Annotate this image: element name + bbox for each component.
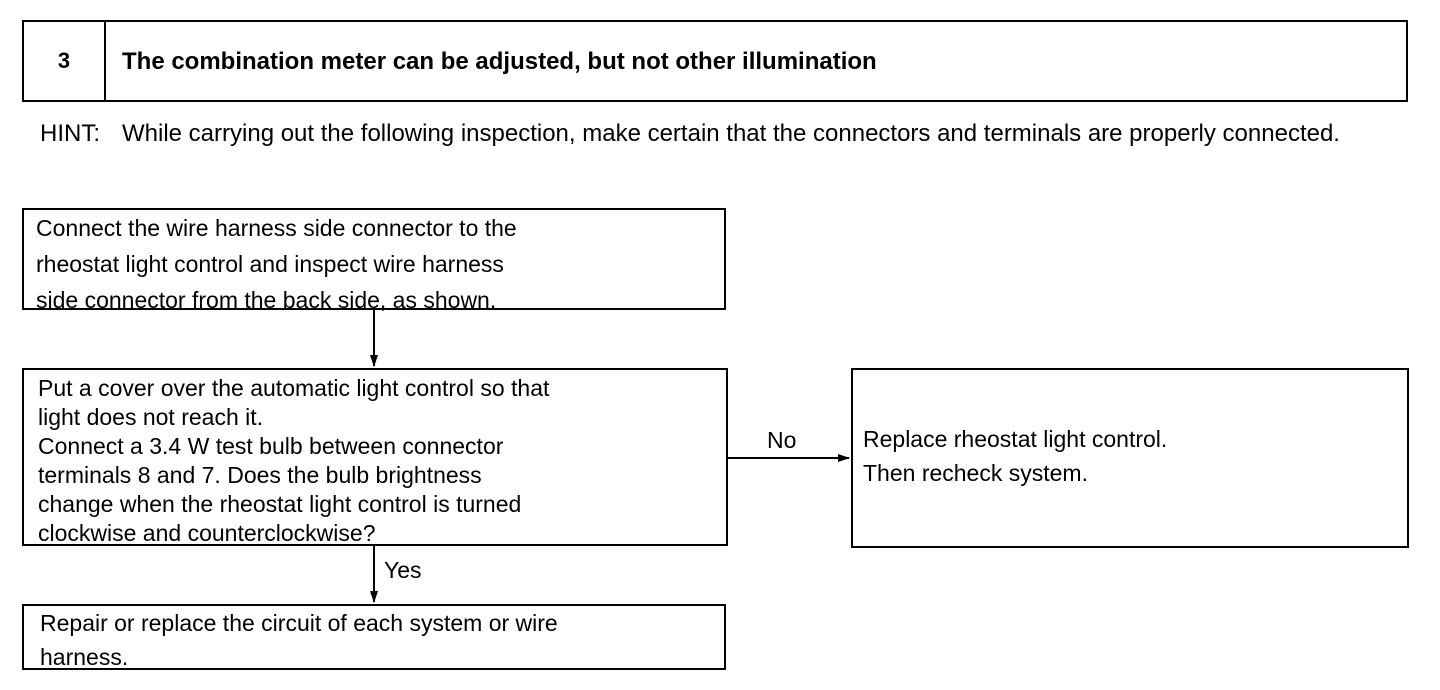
step-connect-harness: Connect the wire harness side connector … <box>22 208 726 313</box>
problem-header: 3 The combination meter can be adjusted,… <box>22 20 1408 102</box>
hint-note: HINT: While carrying out the following i… <box>40 118 1410 150</box>
yes-label: Yes <box>384 557 422 583</box>
result-repair-circuit: Repair or replace the circuit of each sy… <box>22 604 726 670</box>
no-label: No <box>767 427 797 453</box>
problem-title: The combination meter can be adjusted, b… <box>122 48 877 75</box>
problem-number: 3 <box>24 22 106 100</box>
hint-text: While carrying out the following inspect… <box>122 120 1340 147</box>
result-replace-rheostat: Replace rheostat light control. Then rec… <box>851 368 1409 548</box>
hint-label: HINT: <box>40 120 100 147</box>
step-test-bulb-question: Put a cover over the automatic light con… <box>22 368 728 546</box>
